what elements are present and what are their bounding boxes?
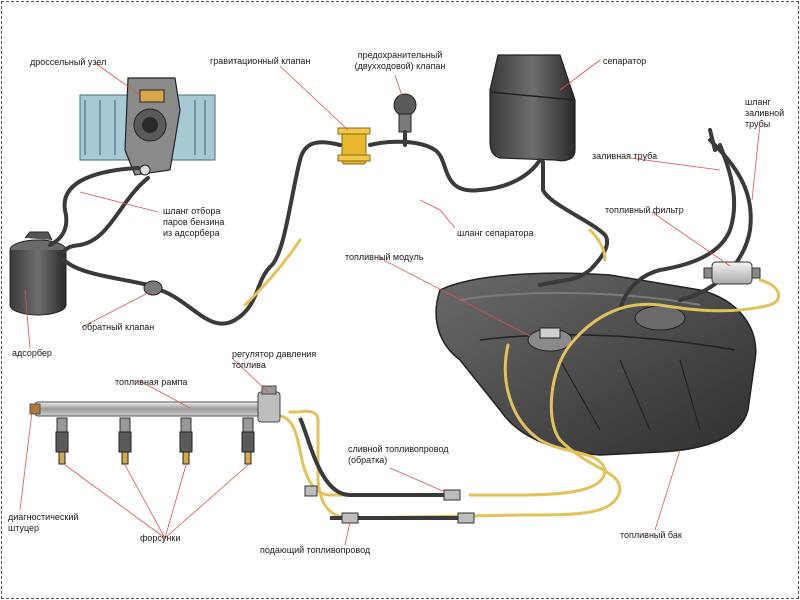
label-separator: сепаратор — [603, 56, 647, 66]
vapor-hoses — [48, 128, 753, 326]
label-vapor-hose: шланг отбора паров бензина из адсорбера — [163, 206, 224, 239]
label-filler-hose: шланг заливной трубы — [745, 97, 784, 130]
fuel-rail — [29, 401, 266, 417]
line-fittings — [304, 485, 475, 524]
label-vapor-hose-line2: паров бензина — [163, 217, 225, 227]
label-gravity-valve: гравитационный клапан — [210, 56, 311, 66]
label-injectors: форсунки — [140, 533, 181, 543]
label-filler-hose-line1: шланг — [745, 97, 771, 107]
label-vapor-hose-line3: из адсорбера — [163, 228, 220, 238]
label-safety-valve: предохранительный (двухходовой) клапан — [340, 50, 460, 72]
label-pressure-regulator-line2: топлива — [232, 360, 266, 370]
fuel-filter — [703, 261, 761, 285]
fuel-module — [527, 327, 573, 352]
label-throttle: дроссельный узел — [30, 57, 107, 67]
label-separator-hose: шланг сепаратора — [457, 228, 534, 238]
label-return-line-line1: сливной топливопровод — [348, 444, 449, 454]
safety-valve — [393, 93, 417, 133]
label-filler-hose-line3: трубы — [745, 119, 771, 129]
label-return-line: сливной топливопровод (обратка) — [348, 444, 449, 466]
throttle-body — [124, 77, 181, 176]
label-fuel-rail: топливная рампа — [115, 377, 188, 387]
check-valve — [143, 280, 163, 296]
label-adsorber: адсорбер — [12, 348, 52, 358]
fuel-lines — [243, 228, 781, 520]
label-safety-valve-line1: предохранительный — [357, 50, 443, 60]
label-supply-line: подающий топливопровод — [260, 545, 371, 555]
label-return-line-line2: (обратка) — [348, 455, 388, 465]
label-safety-valve-line2: (двухходовой) клапан — [354, 61, 446, 71]
label-vapor-hose-line1: шланг отбора — [163, 206, 221, 216]
injectors — [55, 417, 255, 465]
fuel-tank — [435, 272, 757, 456]
label-diagnostic-port-line1: диагностический — [8, 512, 79, 522]
label-check-valve: обратный клапан — [82, 322, 155, 332]
pressure-regulator — [257, 385, 281, 423]
label-fuel-module: топливный модуль — [345, 252, 424, 262]
label-diagnostic-port: диагностический штуцер — [8, 512, 78, 534]
adsorber-canister — [9, 231, 67, 316]
label-fuel-tank: топливный бак — [620, 530, 682, 540]
label-diagnostic-port-line2: штуцер — [8, 523, 40, 533]
label-filler-pipe: заливная труба — [592, 151, 658, 161]
label-fuel-filter: топливный фильтр — [605, 205, 684, 215]
label-filler-hose-line2: заливной — [745, 108, 785, 118]
label-pressure-regulator-line1: регулятор давления — [232, 349, 317, 359]
leader-lines — [19, 59, 761, 546]
separator-tank — [489, 54, 576, 162]
gravity-valve — [337, 127, 371, 165]
label-pressure-regulator: регулятор давления топлива — [232, 349, 316, 371]
